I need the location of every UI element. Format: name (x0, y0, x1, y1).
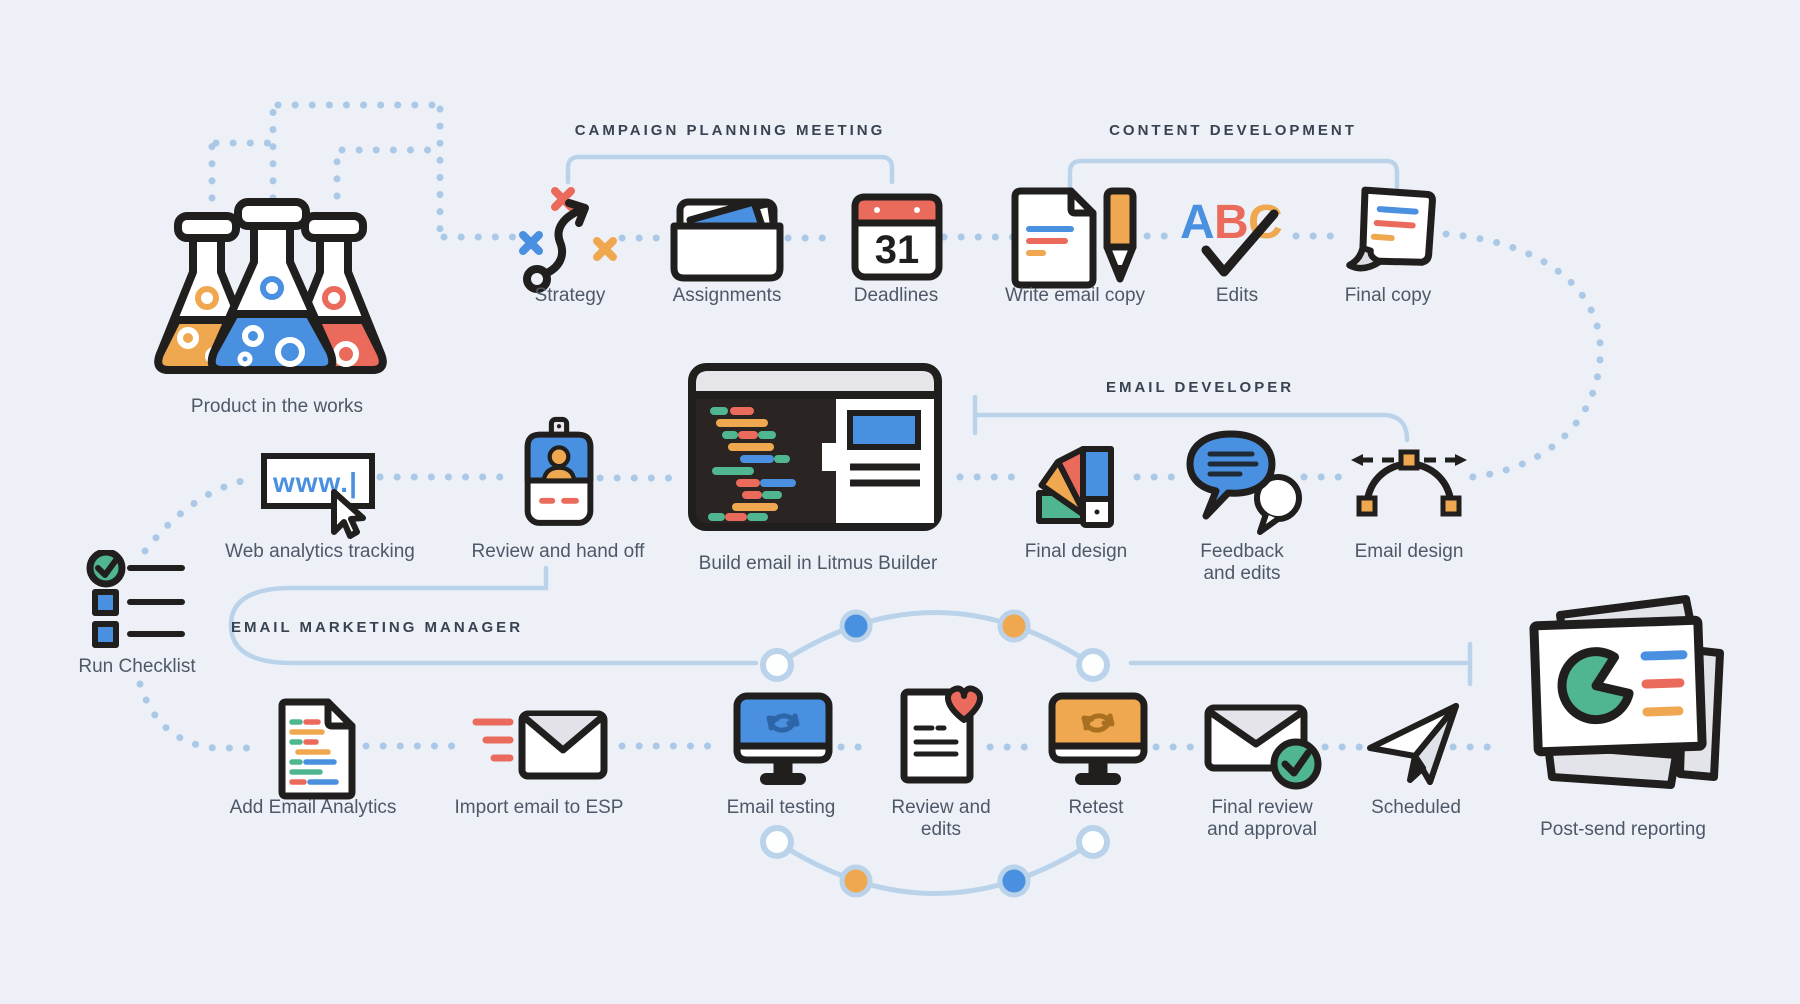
arc-bottom (774, 839, 1096, 896)
letter-a: A (1180, 196, 1215, 249)
label-edits: Edits (1215, 285, 1259, 306)
arc-node-open (760, 648, 794, 682)
label-final-copy: Final copy (1344, 285, 1432, 306)
dotted-flask-right (333, 146, 440, 200)
arc-node-open (760, 825, 794, 859)
retest-monitor-icon (1048, 692, 1148, 785)
arc-node-blue (997, 864, 1031, 898)
label-builder: Build email in Litmus Builder (698, 553, 938, 574)
label-run-checklist: Run Checklist (78, 656, 196, 677)
flasks-icon (154, 198, 387, 374)
review-handoff-badge-icon (524, 416, 594, 526)
arc-node-open (1076, 648, 1110, 682)
url-text: www.| (272, 467, 358, 498)
label-review-edits: Review and edits (891, 797, 991, 840)
label-feedback-edits: Feedback and edits (1200, 541, 1284, 584)
add-email-analytics-icon (278, 698, 356, 800)
arc-top (774, 610, 1096, 668)
assignments-folder-icon (670, 198, 784, 282)
run-checklist-icon (86, 550, 185, 648)
dotted-right-arc (1442, 230, 1604, 482)
final-design-swatches-icon (1036, 445, 1114, 528)
header-content-development: CONTENT DEVELOPMENT (1109, 122, 1357, 139)
deadlines-calendar-icon: 31 (851, 193, 943, 281)
email-testing-monitor-icon (733, 692, 833, 785)
label-final-review: Final review and approval (1207, 797, 1317, 840)
final-copy-icon (1346, 186, 1436, 272)
label-strategy: Strategy (534, 285, 606, 306)
cursor-icon (331, 489, 366, 539)
strategy-icon (519, 187, 617, 293)
dotted-checklist-analytics (136, 680, 262, 752)
label-retest: Retest (1068, 797, 1124, 818)
label-post-send: Post-send reporting (1540, 819, 1706, 840)
litmus-builder-icon (688, 363, 942, 531)
arc-node-orange (997, 609, 1031, 643)
write-email-copy-icon (1011, 187, 1137, 289)
label-deadlines: Deadlines (853, 285, 939, 306)
label-web-analytics: Web analytics tracking (225, 541, 415, 562)
bracket-developer (972, 394, 1410, 443)
edits-abc-icon: A B C (1180, 196, 1283, 277)
label-review-handoff: Review and hand off (471, 541, 645, 562)
line-to-postsend (1128, 641, 1473, 687)
arc-node-orange (839, 864, 873, 898)
post-send-reporting-icon (1529, 595, 1724, 789)
calendar-day-text: 31 (875, 228, 920, 272)
header-email-developer: EMAIL DEVELOPER (1105, 379, 1295, 396)
bracket-manager (228, 565, 759, 666)
header-email-marketing-manager: EMAIL MARKETING MANAGER (230, 619, 524, 636)
arc-node-open (1076, 825, 1110, 859)
label-write-copy: Write email copy (1004, 285, 1146, 306)
label-add-analytics: Add Email Analytics (229, 797, 397, 818)
arc-nodes (760, 609, 1110, 898)
label-final-design: Final design (1024, 541, 1128, 562)
bracket-content (1067, 158, 1400, 190)
scheduled-plane-icon (1367, 703, 1459, 785)
email-design-bezier-icon (1351, 449, 1467, 517)
dotted-flask-left (208, 139, 272, 202)
label-scheduled: Scheduled (1371, 797, 1461, 818)
header-campaign-planning: CAMPAIGN PLANNING MEETING (574, 122, 886, 139)
feedback-bubbles-icon (1186, 430, 1302, 535)
label-assignments: Assignments (672, 285, 782, 306)
label-email-design: Email design (1354, 541, 1464, 562)
arc-node-blue (839, 609, 873, 643)
label-import-esp: Import email to ESP (454, 797, 624, 818)
review-edits-doc-icon (900, 685, 984, 784)
label-email-testing: Email testing (726, 797, 836, 818)
dotted-checklist-webanalytics (141, 474, 260, 555)
bracket-campaign (565, 154, 895, 185)
web-analytics-icon: www.| (261, 453, 375, 539)
final-review-envelope-icon (1204, 704, 1322, 790)
import-esp-envelope-icon (472, 710, 608, 780)
letter-b: B (1214, 196, 1249, 249)
label-product: Product in the works (190, 396, 364, 417)
